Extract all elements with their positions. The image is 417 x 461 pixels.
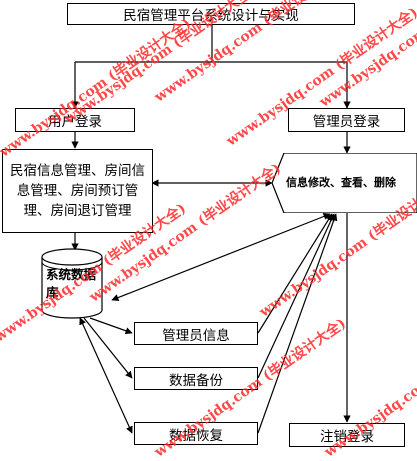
admin-info-label: 管理员信息	[162, 327, 230, 344]
admin-info-box: 管理员信息	[134, 322, 258, 345]
page-title: 民宿管理平台系统设计与实现	[123, 8, 299, 24]
title-box: 民宿管理平台系统设计与实现	[67, 3, 355, 25]
data-restore-label: 数据恢复	[169, 427, 223, 444]
admin-functions-shape	[272, 153, 417, 213]
admin-functions-label: 信息修改、查看、删除	[286, 176, 396, 189]
logout-label: 注销登录	[320, 429, 374, 445]
connector-lines	[71, 24, 351, 434]
data-backup-box: 数据备份	[134, 367, 258, 390]
data-restore-box: 数据恢复	[134, 422, 258, 445]
user-functions-box: 民宿信息管理、房间信息管理、房间预订管理、房间退订管理	[2, 149, 153, 233]
admin-login-label: 管理员登录	[312, 114, 381, 130]
user-functions-label: 民宿信息管理、房间信息管理、房间预订管理、房间退订管理	[10, 163, 145, 219]
database-label: 系统数据库	[46, 267, 97, 300]
database-box: 系统数据库	[46, 266, 100, 302]
admin-functions-box: 信息修改、查看、删除	[286, 156, 411, 210]
logout-box: 注销登录	[289, 423, 405, 447]
user-login-label: 用户登录	[48, 114, 102, 130]
database-cylinder	[41, 248, 103, 319]
user-login-box: 用户登录	[15, 108, 135, 132]
admin-login-box: 管理员登录	[288, 108, 405, 132]
data-backup-label: 数据备份	[169, 372, 223, 389]
